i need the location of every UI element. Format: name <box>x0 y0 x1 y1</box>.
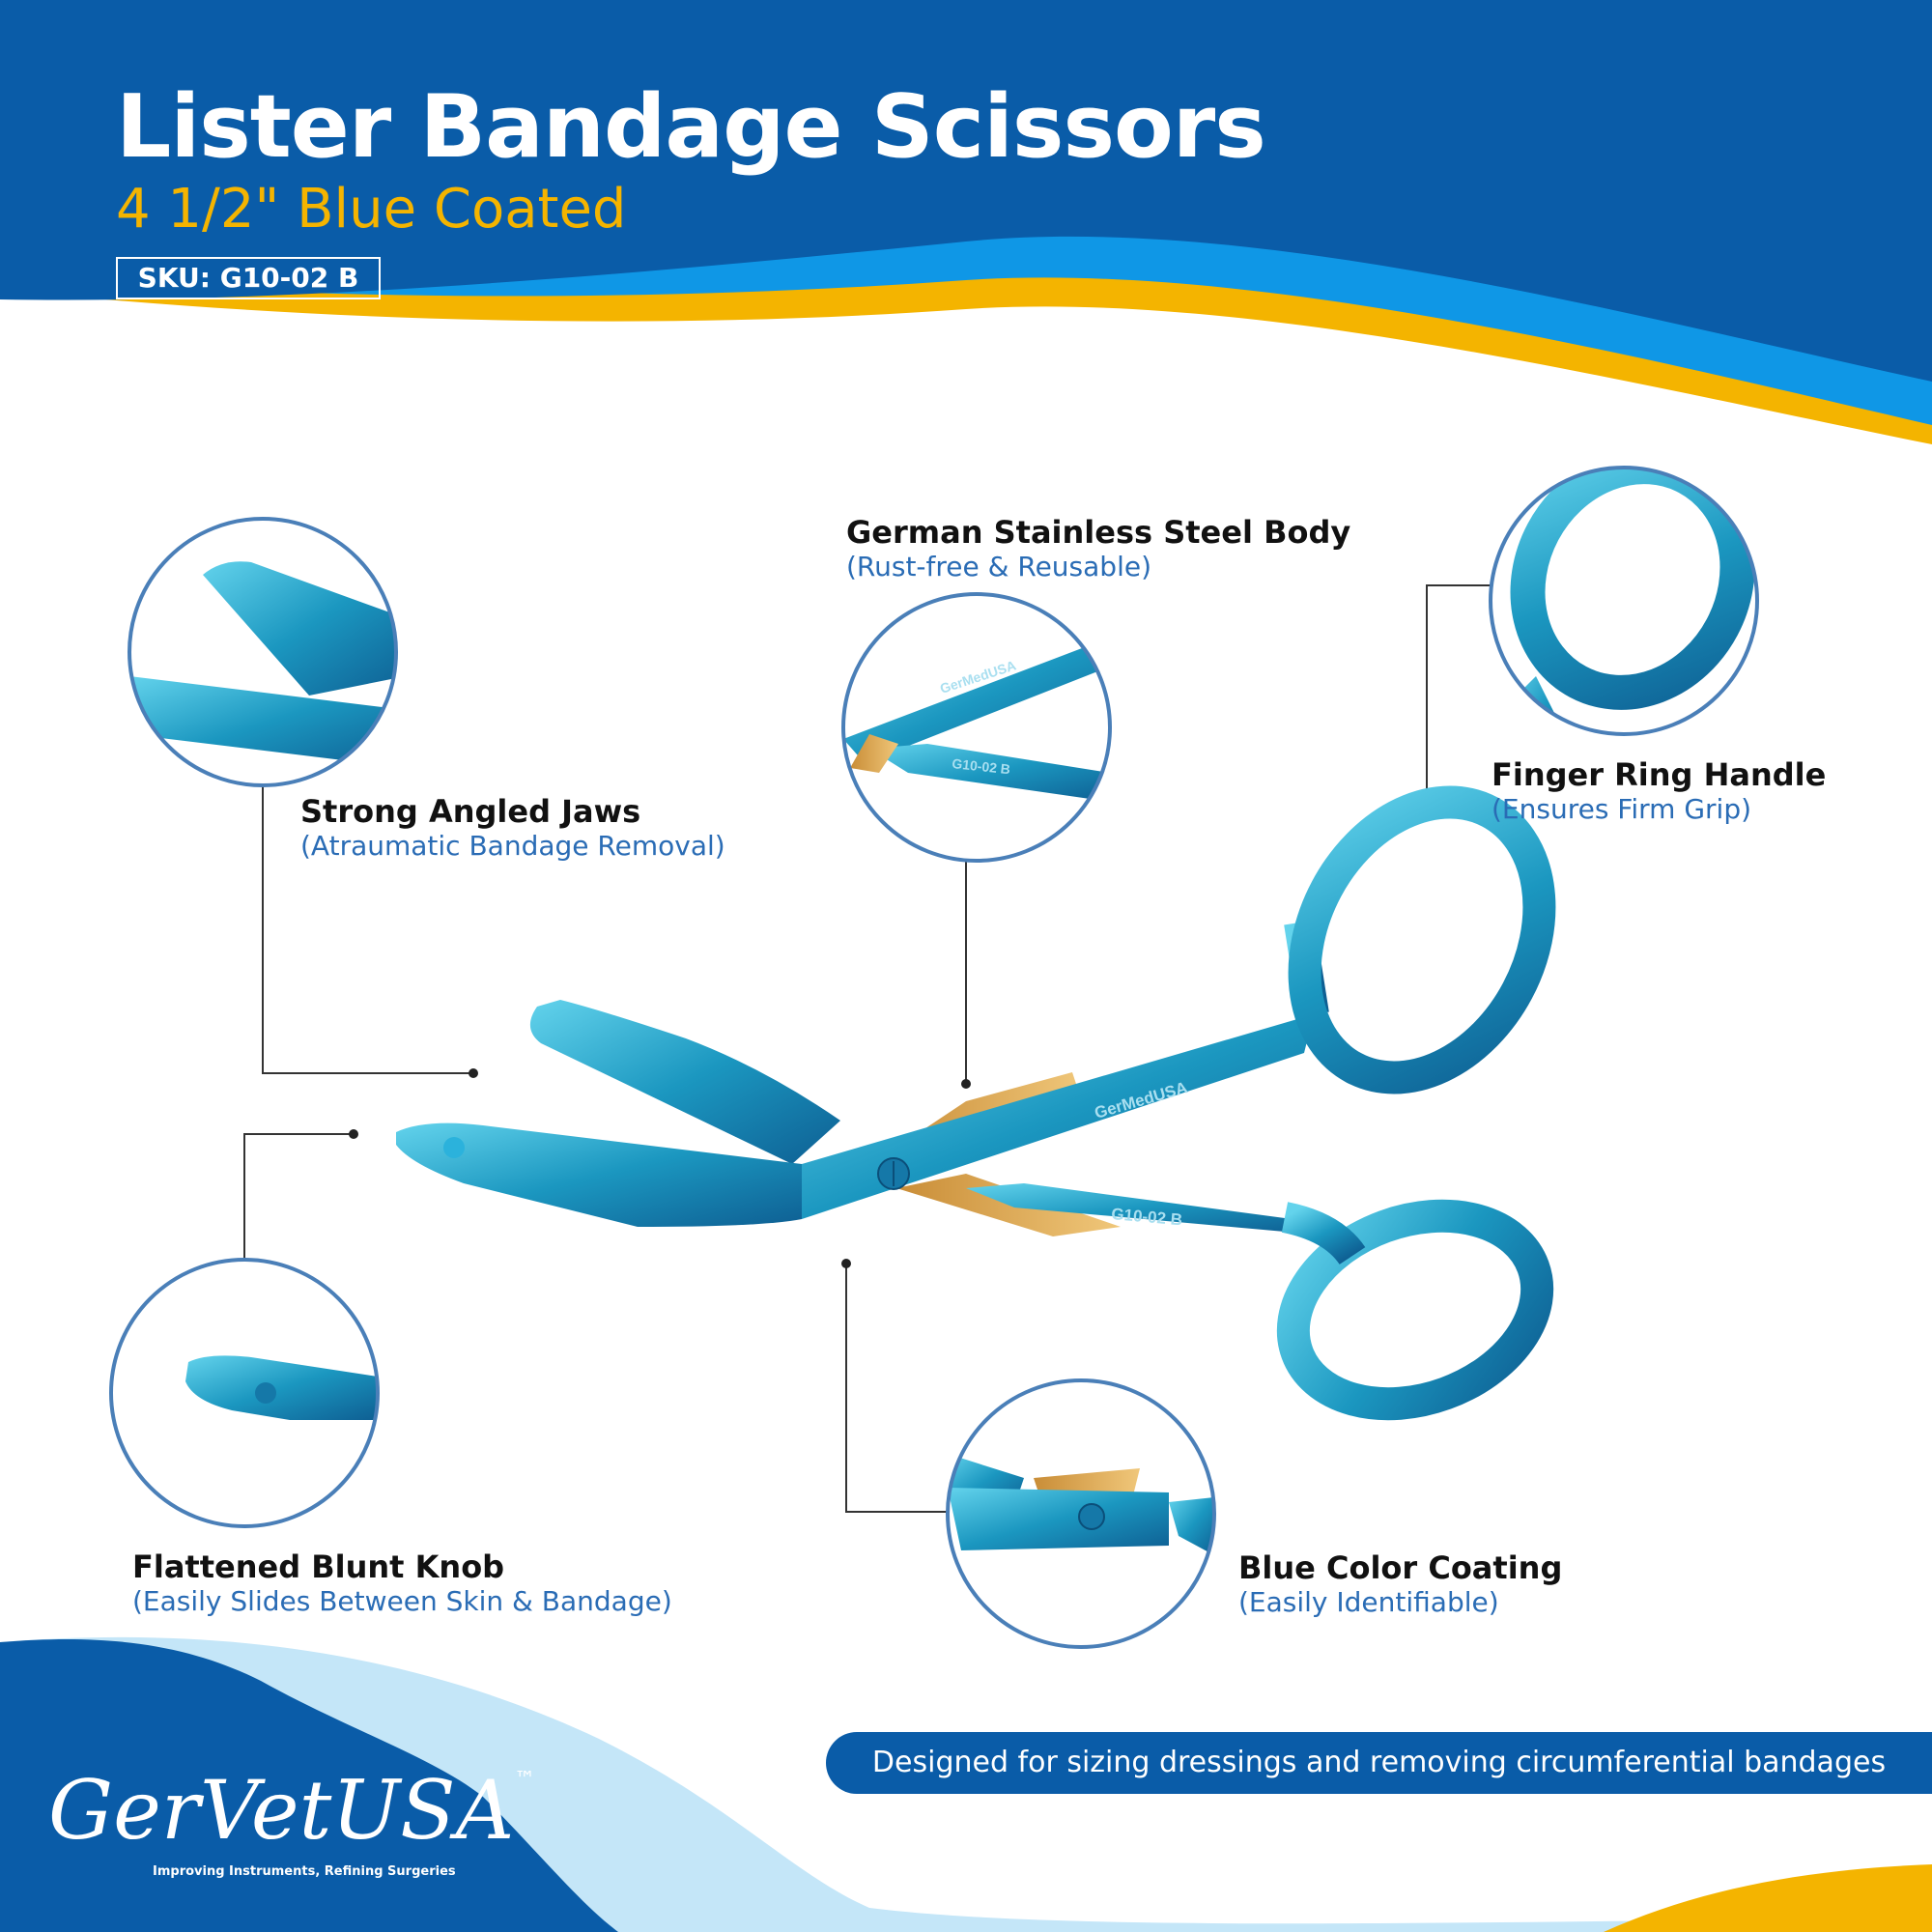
feature-jaws-title: Strong Angled Jaws <box>300 793 641 830</box>
steel-detail-circle: GerMedUSA G10-02 B <box>841 592 1112 863</box>
feature-steel: German Stainless Steel Body (Rust-free &… <box>846 514 1350 583</box>
feature-coating-subtitle: (Easily Identifiable) <box>1238 1586 1499 1619</box>
feature-knob-subtitle: (Easily Slides Between Skin & Bandage) <box>132 1585 672 1618</box>
feature-jaws: Strong Angled Jaws (Atraumatic Bandage R… <box>300 793 725 863</box>
page-subtitle: 4 1/2" Blue Coated <box>116 178 627 241</box>
brand-tagline: Improving Instruments, Refining Surgerie… <box>153 1864 456 1879</box>
jaws-detail-circle <box>128 517 398 787</box>
header-wave <box>0 0 1932 444</box>
ring-detail-circle <box>1489 466 1759 736</box>
knob-detail-circle <box>109 1258 380 1528</box>
detail-engraving-model: G10-02 B <box>952 755 1011 777</box>
sku-badge: SKU: G10-02 B <box>116 257 381 299</box>
feature-knob-title: Flattened Blunt Knob <box>132 1548 505 1585</box>
footer-wave <box>0 1636 1932 1932</box>
brand-logo-name: GerVetUSA <box>48 1763 515 1858</box>
usage-banner: Designed for sizing dressings and removi… <box>826 1732 1932 1794</box>
feature-ring-title: Finger Ring Handle <box>1492 756 1827 793</box>
feature-coating: Blue Color Coating (Easily Identifiable) <box>1238 1549 1562 1619</box>
feature-jaws-subtitle: (Atraumatic Bandage Removal) <box>300 830 725 863</box>
scissors-image: GerMedUSA G10-02 B <box>396 785 1556 1421</box>
feature-coating-title: Blue Color Coating <box>1238 1549 1563 1586</box>
coating-detail-circle <box>946 1378 1216 1649</box>
feature-knob: Flattened Blunt Knob (Easily Slides Betw… <box>132 1548 672 1618</box>
brand-logo: GerVetUSA™ <box>48 1768 536 1852</box>
feature-steel-subtitle: (Rust-free & Reusable) <box>846 551 1151 583</box>
feature-ring-subtitle: (Ensures Firm Grip) <box>1492 793 1752 826</box>
brand-logo-trademark: ™ <box>514 1768 536 1792</box>
feature-ring: Finger Ring Handle (Ensures Firm Grip) <box>1492 756 1826 826</box>
feature-steel-title: German Stainless Steel Body <box>846 514 1351 551</box>
page-title: Lister Bandage Scissors <box>116 76 1266 178</box>
